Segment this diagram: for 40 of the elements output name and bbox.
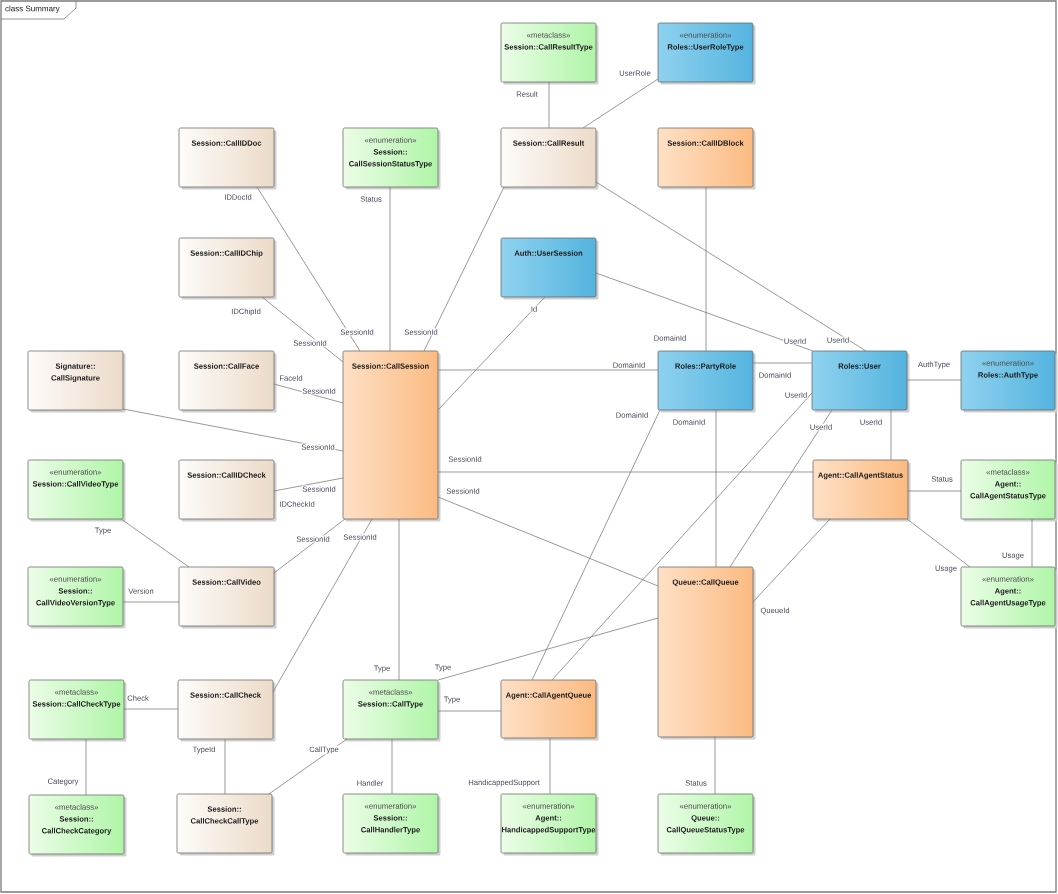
association-line [551,392,813,681]
association-line [752,362,813,364]
association-line [907,490,962,492]
association-line [549,737,551,795]
association-line [729,409,833,568]
association-line [437,296,546,411]
association-line [273,518,346,574]
association-line [122,601,180,603]
association-line [437,369,659,371]
association-line [389,186,391,352]
association-line [224,738,226,795]
association-line [437,710,502,712]
association-line [437,471,814,473]
association-line [256,186,361,352]
association-line [548,81,550,129]
association-line [261,296,344,363]
association-line [1031,518,1033,568]
association-line [705,186,707,352]
association-line [85,738,87,796]
association-line [595,272,814,352]
association-line [272,518,373,693]
association-line [714,736,716,795]
association-line [715,409,717,568]
association-line [531,409,661,681]
association-line [752,518,831,603]
association-line [890,409,892,461]
association-line [906,518,971,568]
association-line [398,518,400,681]
association-line [595,181,867,352]
association-line [268,738,348,795]
association-line [273,477,344,492]
association-line [391,738,393,795]
association-line [423,186,505,352]
association-line [437,617,659,681]
association-line [123,708,179,710]
association-line [582,78,659,129]
association-line [273,383,344,404]
association-line [437,496,659,587]
association-line [906,379,962,381]
association-line [120,518,190,568]
